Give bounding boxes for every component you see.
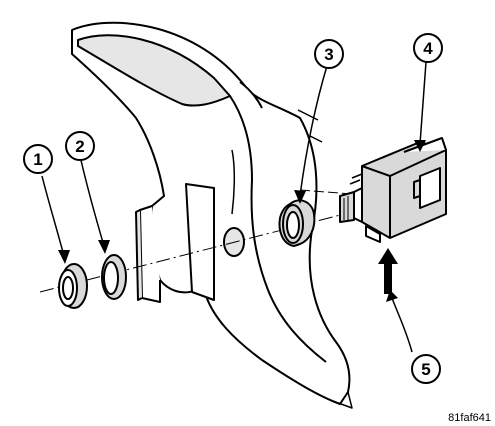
callout-label: 3 — [324, 45, 333, 64]
leader-arrowheads — [58, 140, 426, 302]
callout-5: 5 — [411, 354, 441, 384]
callout-3: 3 — [314, 39, 344, 69]
callout-2: 2 — [65, 131, 95, 161]
grommet-body-side — [278, 199, 316, 248]
figure-code: 81faf641 — [448, 412, 491, 424]
callout-4: 4 — [413, 33, 443, 63]
callout-label: 1 — [33, 150, 42, 169]
grommet-ring — [101, 254, 127, 300]
grommet-outer — [58, 263, 88, 309]
push-arrow — [378, 248, 398, 294]
leader-lines — [41, 61, 427, 353]
callout-label: 5 — [421, 360, 430, 379]
trim-panel — [71, 21, 353, 409]
actuator-switch — [339, 137, 447, 243]
callout-1: 1 — [23, 144, 53, 174]
callout-label: 4 — [423, 39, 433, 58]
switch-guide-line — [299, 189, 353, 195]
callout-label: 2 — [75, 137, 84, 156]
